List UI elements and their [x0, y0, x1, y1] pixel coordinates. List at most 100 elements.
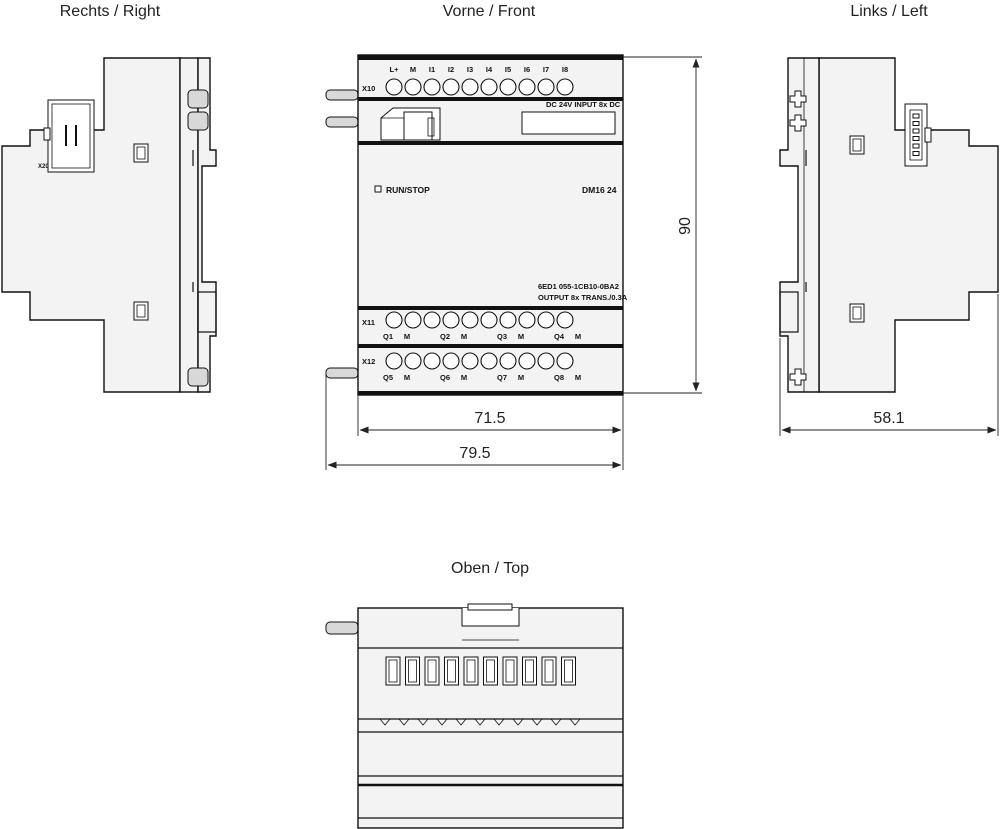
depth-dimension-group: 58.1	[779, 294, 999, 436]
cross-symbol	[789, 368, 807, 386]
front-dimensions: 90 71.5 79.5	[325, 56, 702, 470]
terminal-screw	[385, 311, 403, 329]
terminal-label: I2	[448, 65, 454, 74]
terminal-screw	[442, 78, 460, 96]
terminal-screw	[385, 352, 403, 370]
terminal-screw	[499, 352, 517, 370]
terminal-label: Q7	[497, 373, 507, 382]
terminal-label: M	[404, 373, 410, 382]
terminal-label: I1	[429, 65, 435, 74]
connector-pin	[912, 121, 920, 126]
connector-pin	[912, 151, 920, 156]
terminal-slot	[522, 656, 537, 686]
terminal-screw	[461, 78, 479, 96]
edge-tooth	[379, 718, 391, 726]
terminal-label: M	[461, 373, 467, 382]
terminal-screw	[556, 352, 574, 370]
terminal-label: I3	[467, 65, 473, 74]
front-view: X10 DC 24V INPUT 8x DC RUN/STOP DM16 24 …	[325, 54, 628, 396]
terminal-screw	[537, 78, 555, 96]
terminal-slot	[463, 656, 479, 686]
edge-tooth	[455, 718, 467, 726]
terminal-slot	[405, 656, 420, 686]
slot-inner	[544, 659, 554, 683]
slot-inner	[505, 659, 515, 683]
model-label: DM16 24	[582, 185, 617, 195]
terminal-label: L+	[390, 65, 400, 74]
terminal-screw	[480, 78, 498, 96]
terminal-label: I7	[543, 65, 549, 74]
run-stop-label: RUN/STOP	[386, 185, 430, 195]
terminal-screw	[423, 311, 441, 329]
order-number: 6ED1 055-1CB10-0BA2	[538, 282, 619, 291]
terminal-screw	[537, 311, 555, 329]
terminal-slot	[424, 656, 440, 686]
output-label: OUTPUT 8x TRANS./0.3A	[538, 293, 628, 302]
height-dimension: 90	[677, 217, 694, 235]
terminal-slot	[385, 656, 401, 686]
edge-tooth	[417, 718, 429, 726]
edge-tooth	[512, 718, 524, 726]
edge-tooth	[398, 718, 410, 726]
terminal-label: I8	[562, 65, 568, 74]
cross-symbol	[789, 90, 807, 108]
terminal-label: I5	[505, 65, 511, 74]
top-view-title: Oben / Top	[451, 560, 529, 577]
terminal-slot	[444, 656, 459, 686]
slot-inner	[564, 659, 573, 683]
width-front-dimension: 71.5	[474, 410, 505, 427]
edge-tooth	[493, 718, 505, 726]
right-side-view: X20	[1, 57, 217, 393]
terminal-screw	[556, 78, 574, 96]
terminal-label: M	[410, 65, 416, 74]
edge-tooth	[531, 718, 543, 726]
terminal-screw	[423, 352, 441, 370]
slot-inner	[427, 659, 437, 683]
slot-inner	[466, 659, 476, 683]
terminal-screw	[385, 78, 403, 96]
terminal-label: Q4	[554, 332, 565, 341]
terminal-label: Q2	[440, 332, 450, 341]
connector-pin	[912, 136, 920, 141]
x20-label: X20	[38, 164, 49, 170]
terminal-label: I6	[524, 65, 530, 74]
left-side-view	[779, 57, 999, 393]
terminal-screw	[461, 352, 479, 370]
input-label: DC 24V INPUT 8x DC	[546, 100, 621, 109]
terminal-slot	[483, 656, 498, 686]
terminal-screw	[499, 311, 517, 329]
connector-pin	[912, 113, 920, 119]
terminal-label: Q5	[383, 373, 393, 382]
terminal-label: I4	[486, 65, 493, 74]
terminal-slot	[541, 656, 557, 686]
top-view	[325, 603, 624, 829]
x12-label: X12	[362, 357, 375, 366]
terminal-slot	[561, 656, 576, 686]
terminal-screw	[480, 352, 498, 370]
terminal-screw	[442, 311, 460, 329]
terminal-screw	[480, 311, 498, 329]
connector-pin	[912, 143, 920, 149]
slot-inner	[486, 659, 495, 683]
terminal-screw	[461, 311, 479, 329]
depth-dimension: 58.1	[873, 410, 904, 427]
terminal-screw	[423, 78, 441, 96]
x11-label: X11	[362, 318, 375, 327]
edge-tooth	[569, 718, 581, 726]
terminal-label: Q3	[497, 332, 507, 341]
terminal-label: Q8	[554, 373, 564, 382]
edge-tooth	[474, 718, 486, 726]
slot-inner	[447, 659, 456, 683]
slot-inner	[408, 659, 417, 683]
terminal-label: Q1	[383, 332, 393, 341]
terminal-screw	[518, 352, 536, 370]
terminal-screw	[404, 352, 422, 370]
terminal-label: M	[575, 373, 581, 382]
terminal-label: M	[575, 332, 581, 341]
left-view-title: Links / Left	[850, 3, 928, 20]
terminal-label: M	[518, 332, 524, 341]
terminal-screw	[556, 311, 574, 329]
width-overall-dimension: 79.5	[459, 445, 490, 462]
front-view-title: Vorne / Front	[443, 3, 536, 20]
